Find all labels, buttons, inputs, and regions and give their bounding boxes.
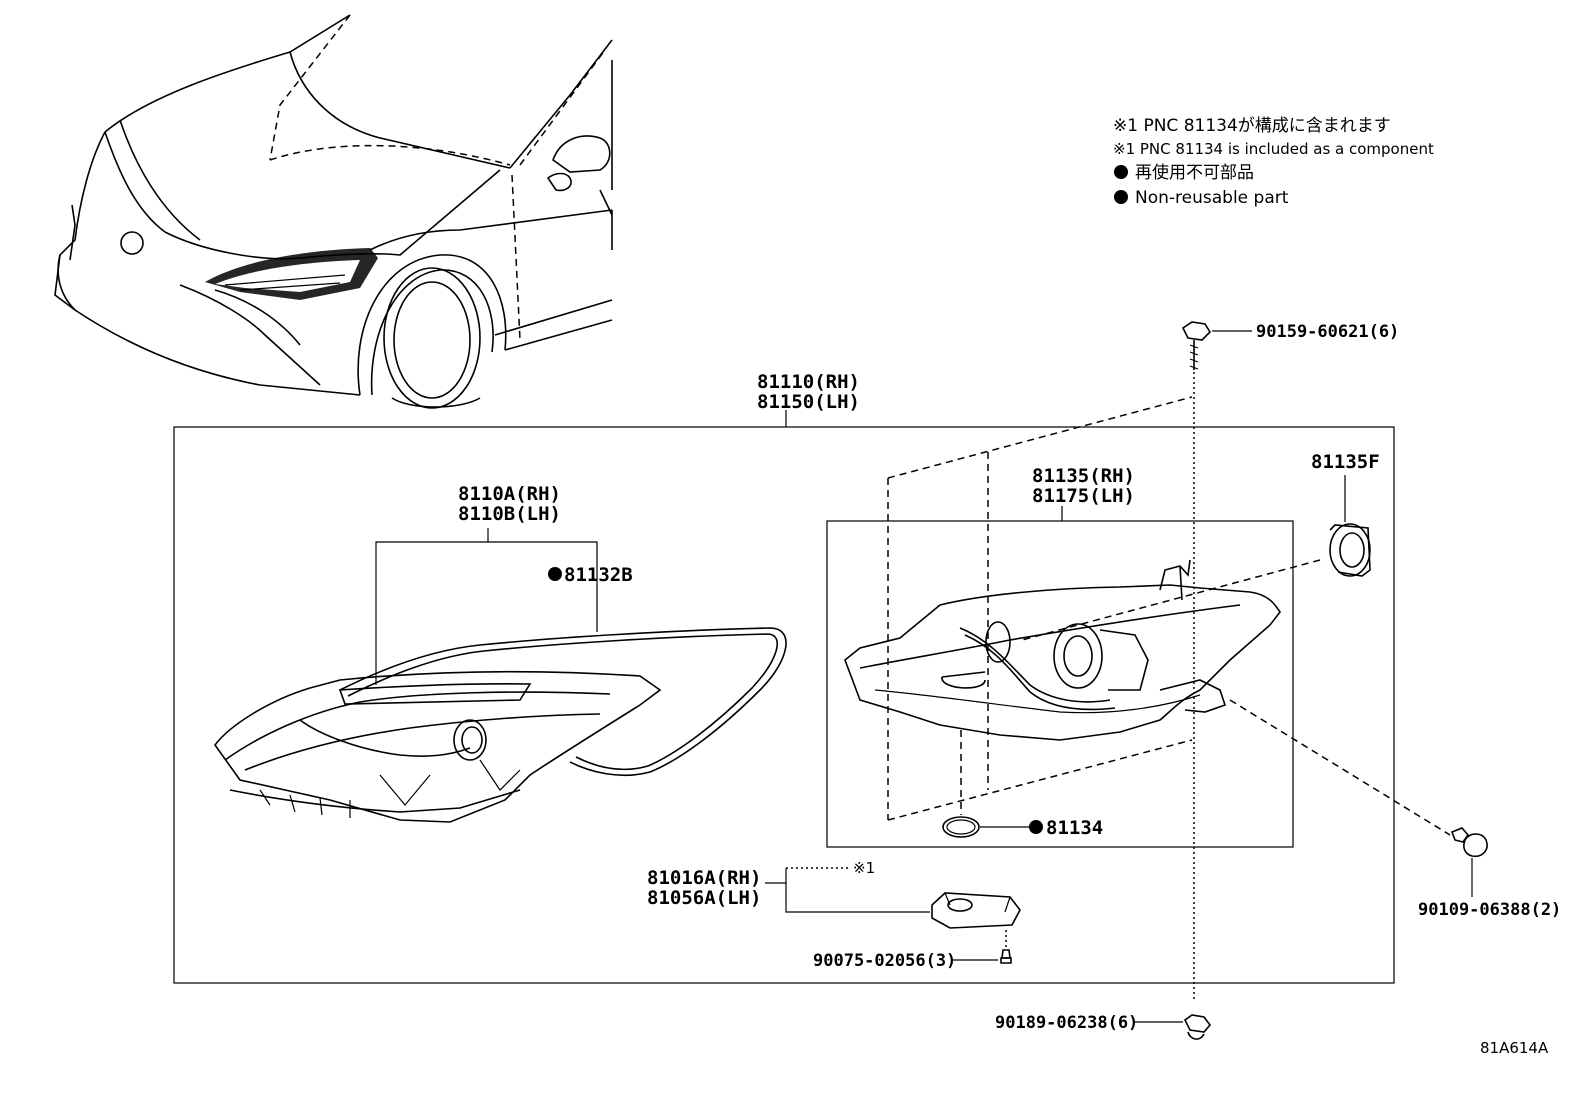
- housing-frame: [826, 520, 1294, 848]
- note-non-reusable-jp: 再使用不可部品: [1135, 162, 1254, 183]
- non-reusable-bullet-icon: [1029, 820, 1043, 834]
- screw: [1000, 949, 1012, 964]
- note-component-en: ※1 PNC 81134 is included as a component: [1113, 140, 1434, 158]
- label-81134: 81134: [1046, 817, 1103, 839]
- non-reusable-bullet-icon: [548, 567, 562, 581]
- label-90109-06388: 90109-06388(2): [1418, 900, 1561, 920]
- non-reusable-bullet-icon: [1114, 165, 1128, 179]
- label-90075-02056: 90075-02056(3): [813, 951, 956, 971]
- ballast-unit: [931, 892, 1021, 929]
- vehicle-locator-illustration: [54, 14, 613, 409]
- label-8110a-rh: 8110A(RH): [458, 483, 561, 505]
- label-81175-lh: 81175(LH): [1032, 485, 1135, 507]
- headlamp-housing: [844, 559, 1281, 741]
- label-81016a-rh: 81016A(RH): [647, 867, 761, 889]
- lens-group: 8110A(RH) 8110B(LH) 81132B: [214, 483, 787, 823]
- note-component-jp: ※1 PNC 81134が構成に含まれます: [1113, 116, 1391, 136]
- label-81135f: 81135F: [1311, 451, 1380, 473]
- label-81110-rh: 81110(RH): [757, 371, 860, 393]
- bolt-bottom: [1183, 1014, 1212, 1040]
- label-81056a-lh: 81056A(LH): [647, 887, 761, 909]
- o-ring: [942, 816, 980, 838]
- label-81132b: 81132B: [564, 564, 633, 586]
- label-ballast-note: ※1: [853, 859, 875, 877]
- bolt-top: [1181, 321, 1212, 370]
- assembly-frame: [173, 426, 1395, 984]
- label-90159-60621: 90159-60621(6): [1256, 322, 1399, 342]
- note-non-reusable-en: Non-reusable part: [1135, 188, 1289, 208]
- notes-legend: ※1 PNC 81134が構成に含まれます ※1 PNC 81134 is in…: [1113, 116, 1434, 208]
- bolt-right: [1450, 827, 1488, 858]
- label-81135-rh: 81135(RH): [1032, 465, 1135, 487]
- cover-cap: [1329, 523, 1371, 577]
- label-81150-lh: 81150(LH): [757, 391, 860, 413]
- label-90189-06238: 90189-06238(6): [995, 1013, 1138, 1033]
- non-reusable-bullet-icon: [1114, 190, 1128, 204]
- reference-code: 81A614A: [1480, 1039, 1549, 1057]
- label-8110b-lh: 8110B(LH): [458, 503, 561, 525]
